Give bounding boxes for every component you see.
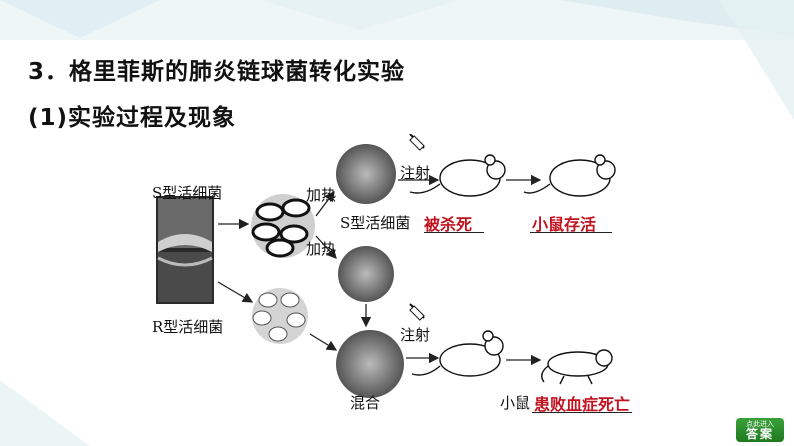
griffith-experiment-figure: S型活细菌 R型活细菌 加热 加热 S型活细菌 被杀死 注射 小鼠存活 注射 混… <box>148 134 636 416</box>
answer-button-label: 答案 <box>745 426 774 441</box>
s-bacteria-label: S型活细菌 <box>152 184 223 202</box>
s-type-cells <box>251 194 315 258</box>
show-answer-button[interactable]: 点此进入 答案 <box>736 418 784 442</box>
answer-underline <box>424 232 484 233</box>
subsection-heading: (1)实验过程及现象 <box>28 105 237 131</box>
mouse-icon <box>411 330 504 377</box>
mouse-die-answer: 患败血症死亡 <box>534 395 631 414</box>
syringe-icon <box>409 303 425 321</box>
heat-killed-s-bacteria-top <box>336 144 396 204</box>
dead-mouse-icon <box>541 349 613 385</box>
mouse-icon <box>409 154 506 197</box>
heat-label-bottom: 加热 <box>306 240 337 258</box>
syringe-icon <box>409 134 425 151</box>
r-bacteria-label: R型活细菌 <box>152 318 224 336</box>
mixture-bacteria <box>336 330 404 398</box>
culture-plate-photo <box>156 196 214 304</box>
answer-underline <box>530 232 612 233</box>
inject-label-top: 注射 <box>400 164 431 182</box>
mouse-survive-answer: 小鼠存活 <box>532 215 597 234</box>
experiment-diagram <box>156 134 616 398</box>
section-heading: 3．格里菲斯的肺炎链球菌转化实验 <box>28 59 406 85</box>
answer-button-top-text: 点此进入 <box>746 419 774 428</box>
heat-killed-s-bacteria-bottom <box>338 246 394 302</box>
mouse-icon <box>523 154 616 197</box>
answer-underline <box>532 412 632 413</box>
mouse-prefix: 小鼠 <box>500 394 531 412</box>
mix-label: 混合 <box>350 394 381 412</box>
s-killed-prefix: S型活细菌 <box>340 214 411 232</box>
heat-label-top: 加热 <box>306 186 337 204</box>
inject-label-bottom: 注射 <box>400 326 431 344</box>
s-killed-answer: 被杀死 <box>424 215 473 234</box>
r-type-cells <box>252 288 308 344</box>
